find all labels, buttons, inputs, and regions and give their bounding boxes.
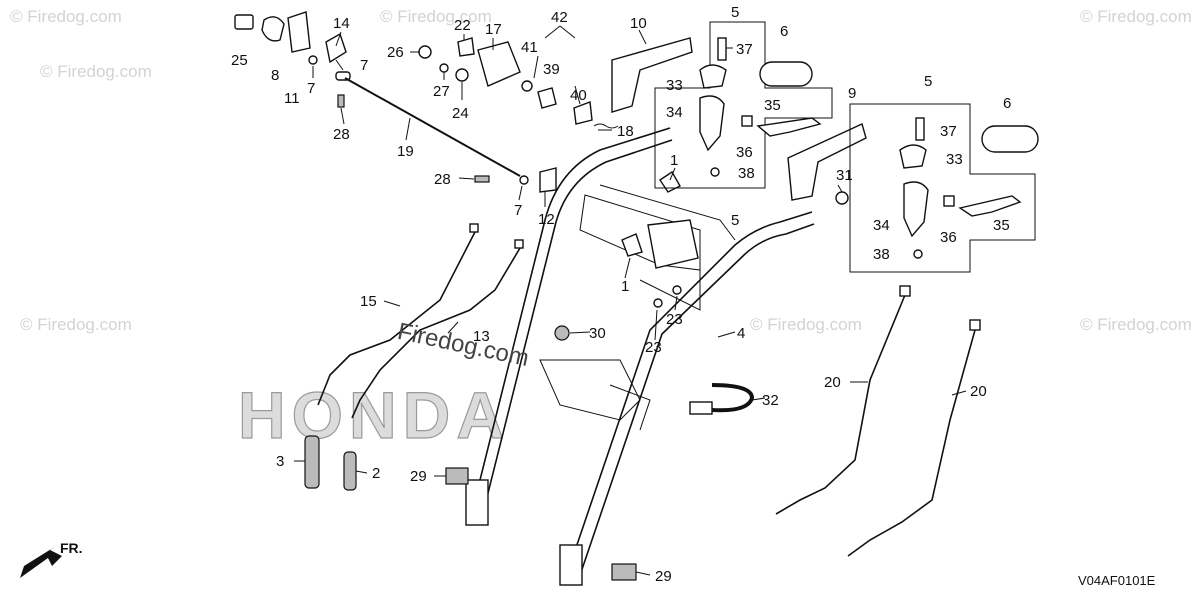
callout-20-b: 20: [970, 383, 987, 400]
callout-28-a: 28: [333, 126, 350, 143]
watermark-left-middle: © Firedog.com: [20, 315, 132, 334]
callout-12: 12: [538, 211, 555, 228]
cable-band-32: [689, 383, 755, 415]
callout-30: 30: [589, 325, 606, 342]
callout-35-b: 35: [993, 217, 1010, 234]
clutch-cables: [317, 223, 524, 419]
callout-38-a: 38: [738, 165, 755, 182]
watermark-left-upper: © Firedog.com: [40, 62, 152, 81]
callout-37-b: 37: [940, 123, 957, 140]
callout-25: 25: [231, 52, 248, 69]
callout-5-a: 5: [731, 4, 739, 21]
callout-34-b: 34: [873, 217, 890, 234]
lever-assembly-right: [849, 103, 1039, 273]
callout-29-b: 29: [655, 568, 672, 585]
handle-bracket-10: [611, 37, 693, 113]
callout-1-a: 1: [670, 152, 678, 169]
callout-22: 22: [454, 17, 471, 34]
callout-labels: 25 8 11 7 14 7 28 26 27 24 22 17 41 39 4…: [231, 4, 1011, 585]
callout-38-b: 38: [873, 246, 890, 263]
callout-27: 27: [433, 83, 450, 100]
front-indicator-label: FR.: [60, 540, 83, 556]
callout-35-a: 35: [764, 97, 781, 114]
callout-10: 10: [630, 15, 647, 32]
callout-6-a: 6: [780, 23, 788, 40]
diagram-code: V04AF0101E: [1078, 573, 1156, 588]
callout-31: 31: [836, 167, 853, 184]
callout-1-b: 1: [621, 278, 629, 295]
watermark-right-middle: © Firedog.com: [1080, 315, 1192, 334]
handle-frame-4: [465, 127, 815, 586]
watermark-top-center: © Firedog.com: [380, 7, 492, 26]
front-arrow-icon: FR.: [20, 540, 83, 578]
callout-36-b: 36: [940, 229, 957, 246]
lever-assembly-left: [654, 21, 833, 189]
watermark-top-left: © Firedog.com: [10, 7, 122, 26]
callout-7-b: 7: [360, 57, 368, 74]
callout-5-a-bottom: 5: [731, 212, 739, 229]
leader-lines: [294, 25, 967, 576]
callout-37-a: 37: [736, 41, 753, 58]
callout-3: 3: [276, 453, 284, 470]
callout-6-b: 6: [1003, 95, 1011, 112]
callout-33-a: 33: [666, 77, 683, 94]
callout-32: 32: [762, 392, 779, 409]
callout-26: 26: [387, 44, 404, 61]
throttle-cables-20: [775, 285, 981, 557]
callout-2: 2: [372, 465, 380, 482]
handle-bracket-9: [787, 123, 867, 205]
honda-watermark: HONDA: [238, 378, 510, 452]
callout-11: 11: [284, 90, 300, 107]
callout-24: 24: [452, 105, 469, 122]
callout-23-b: 23: [645, 339, 662, 356]
callout-7-a: 7: [307, 80, 315, 97]
center-watermark: Firedog.com: [395, 318, 531, 372]
corner-watermarks: © Firedog.com © Firedog.com © Firedog.co…: [10, 7, 1192, 334]
shaft-assembly: [234, 11, 619, 193]
center-brackets: [554, 171, 699, 341]
svg-text:Firedog.com: Firedog.com: [395, 318, 531, 372]
callout-13: 13: [473, 328, 490, 345]
callout-17: 17: [485, 21, 502, 38]
callout-42: 42: [551, 9, 568, 26]
callout-34-a: 34: [666, 104, 683, 121]
callout-29-a: 29: [410, 468, 427, 485]
callout-23-a: 23: [666, 311, 683, 328]
callout-19: 19: [397, 143, 414, 160]
callout-33-b: 33: [946, 151, 963, 168]
callout-28-b: 28: [434, 171, 451, 188]
callout-8: 8: [271, 67, 279, 84]
callout-18: 18: [617, 123, 634, 140]
callout-41: 41: [521, 39, 538, 56]
callout-4: 4: [737, 325, 745, 342]
callout-5-b: 5: [924, 73, 932, 90]
callout-20-a: 20: [824, 374, 841, 391]
bolts-29: [445, 467, 637, 581]
callout-15: 15: [360, 293, 377, 310]
watermark-center-right: © Firedog.com: [750, 315, 862, 334]
callout-36-a: 36: [736, 144, 753, 161]
callout-39: 39: [543, 61, 560, 78]
watermark-top-right: © Firedog.com: [1080, 7, 1192, 26]
callout-40: 40: [570, 87, 587, 104]
callout-14: 14: [333, 15, 350, 32]
springs: [304, 435, 357, 491]
callout-9: 9: [848, 85, 856, 102]
callout-7-c: 7: [514, 202, 522, 219]
